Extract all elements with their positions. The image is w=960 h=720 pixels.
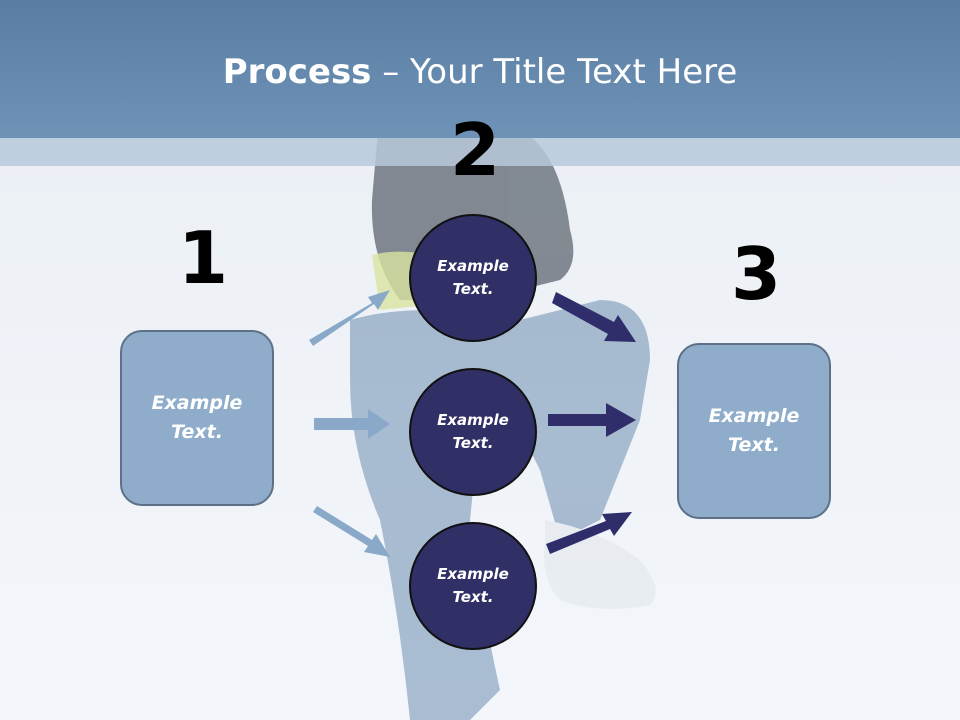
step-number-2: 2 (450, 108, 501, 192)
arrow-left-to-bottom (313, 506, 390, 557)
arrow-top-to-right (552, 292, 636, 342)
left-box-label: Example Text. (151, 392, 243, 443)
arrow-middle-to-right (548, 403, 636, 437)
arrow-left-to-top (309, 290, 390, 346)
circle-top-label: Example Text. (437, 257, 509, 298)
circle-bottom: Example Text. (409, 522, 537, 650)
circle-middle: Example Text. (409, 368, 537, 496)
title-bold: Process (222, 52, 372, 92)
circle-top: Example Text. (409, 214, 537, 342)
title-rest: – Your Title Text Here (371, 52, 738, 92)
circle-bottom-label: Example Text. (437, 565, 509, 606)
light-arrows (309, 290, 390, 557)
page-title: Process – Your Title Text Here (0, 52, 960, 92)
right-box-label: Example Text. (708, 405, 800, 456)
left-box: Example Text. (120, 330, 274, 506)
title-bar (0, 0, 960, 138)
step-number-3: 3 (731, 232, 782, 316)
arrow-left-to-middle (314, 409, 390, 439)
dark-arrows (546, 292, 636, 554)
step-number-1: 1 (178, 216, 229, 300)
circle-middle-label: Example Text. (437, 411, 509, 452)
title-bar-band (0, 138, 960, 166)
right-box: Example Text. (677, 343, 831, 519)
arrow-bottom-to-right (546, 512, 632, 554)
